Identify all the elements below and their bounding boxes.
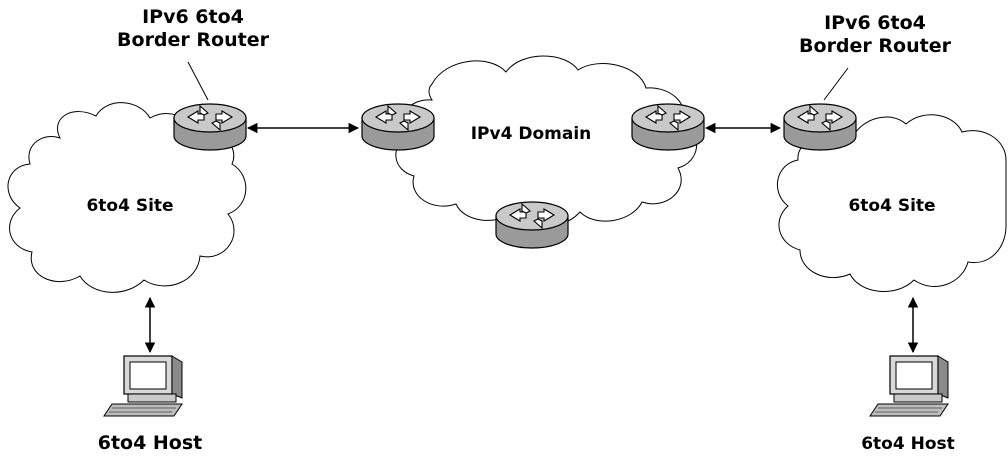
ipv4-right-router-icon xyxy=(631,103,705,151)
left-site-cloud xyxy=(7,102,247,293)
left-label-pointer xyxy=(187,61,209,101)
right-router-title-line2: Border Router xyxy=(799,34,951,57)
ipv4-bottom-router-icon xyxy=(495,201,569,249)
ipv4-left-router-icon xyxy=(361,103,435,151)
right-host-label: 6to4 Host xyxy=(861,434,955,454)
right-host-computer-icon xyxy=(869,355,949,417)
left-router-title-line1: IPv6 6to4 xyxy=(142,6,244,28)
right-border-router-icon xyxy=(783,103,857,151)
left-host-computer-icon xyxy=(103,355,183,417)
right-site-cloud xyxy=(777,114,1007,292)
left-border-router-icon xyxy=(173,103,247,151)
right-router-title-line1: IPv6 6to4 xyxy=(824,12,926,34)
right-site-label: 6to4 Site xyxy=(848,196,936,216)
left-router-title: IPv6 6to4 Border Router xyxy=(108,6,278,52)
left-router-title-line2: Border Router xyxy=(117,28,269,51)
right-router-title: IPv6 6to4 Border Router xyxy=(790,12,960,58)
right-label-pointer xyxy=(823,67,849,101)
ipv4-domain-label: IPv4 Domain xyxy=(470,124,592,144)
left-host-label: 6to4 Host xyxy=(97,432,203,454)
left-site-label: 6to4 Site xyxy=(86,196,174,216)
